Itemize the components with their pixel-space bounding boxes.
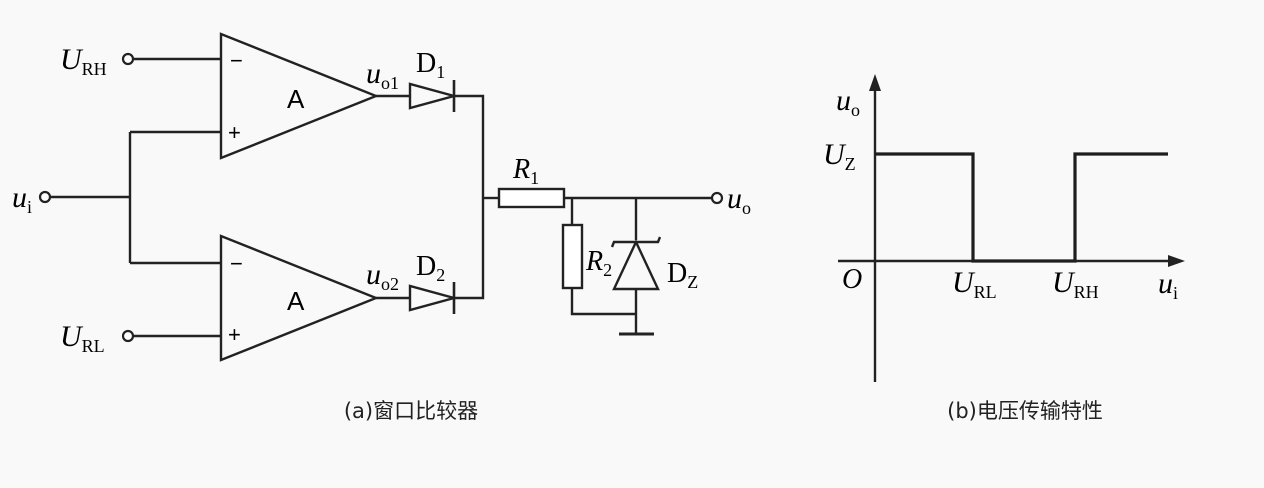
opamp-2-plus: +	[228, 322, 241, 347]
d1-label: D1	[416, 48, 445, 82]
url-terminal	[121, 329, 135, 343]
caption-a: (a)窗口比较器	[344, 399, 478, 423]
resistor-r1	[497, 187, 566, 209]
urh-input-label: URH	[60, 43, 107, 79]
x-axis-label: ui	[1158, 267, 1178, 303]
opamp-1: − + A	[219, 32, 380, 160]
ui-input-label: ui	[12, 181, 32, 217]
r1-label: R1	[512, 154, 539, 188]
opamp-1-plus: +	[228, 120, 241, 145]
opamp-2-label: A	[287, 286, 305, 316]
opamp-2-minus: −	[230, 251, 243, 276]
diode-d1	[408, 80, 459, 112]
r2-label: R2	[585, 246, 612, 280]
x-axis-arrow-icon	[1168, 255, 1185, 267]
uo2-label: uo2	[366, 258, 399, 294]
resistor-r2	[561, 223, 584, 290]
uo-terminal	[710, 191, 724, 205]
urh-tick-label: URH	[1052, 266, 1099, 302]
transfer-curve-series	[875, 152, 1168, 263]
y-axis-label: uo	[836, 84, 860, 120]
opamp-2: − + A	[219, 234, 380, 362]
opamp-1-label: A	[287, 84, 305, 114]
r2-bottom-wire	[570, 288, 636, 316]
zener-diode-dz	[610, 236, 662, 291]
window-comparator-circuit: − + A − + A	[12, 32, 751, 423]
opamp-1-minus: −	[230, 48, 243, 73]
uo-output-label: uo	[727, 182, 751, 218]
diode-d2	[408, 282, 459, 314]
caption-b: (b)电压传输特性	[947, 399, 1103, 423]
d2-label: D2	[416, 251, 445, 285]
transfer-characteristic-chart: uo UZ O URL URH ui (b)电压传输特性	[823, 74, 1185, 423]
y-axis-arrow-icon	[869, 74, 881, 91]
url-tick-label: URL	[952, 266, 997, 302]
ui-terminal	[38, 190, 52, 204]
origin-label: O	[842, 264, 862, 295]
urh-terminal	[121, 52, 135, 66]
uo1-label: uo1	[366, 57, 399, 93]
url-input-label: URL	[60, 320, 105, 356]
uz-tick-label: UZ	[823, 138, 856, 174]
diode-junction-wire	[454, 94, 485, 300]
dz-label: DZ	[667, 258, 698, 292]
